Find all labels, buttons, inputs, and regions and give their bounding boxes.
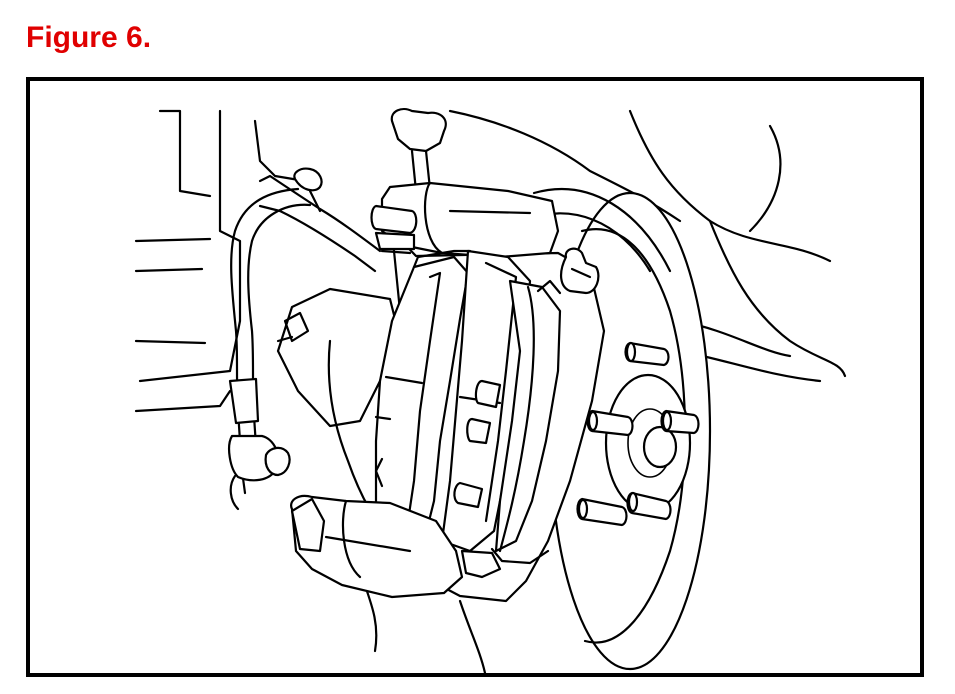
brake-assembly-illustration	[134, 107, 847, 673]
figure-title: Figure 6.	[26, 21, 152, 54]
wheel-hub	[604, 373, 692, 513]
illustration-frame	[26, 77, 924, 677]
wheel-studs	[576, 341, 700, 527]
caliper-upper-housing	[370, 181, 560, 259]
caliper-lower-housing	[290, 494, 502, 599]
caliper-guide-pin	[560, 247, 600, 295]
brake-hose	[228, 167, 323, 511]
pad-backing-plate	[453, 279, 562, 553]
steering-knuckle	[276, 287, 404, 553]
